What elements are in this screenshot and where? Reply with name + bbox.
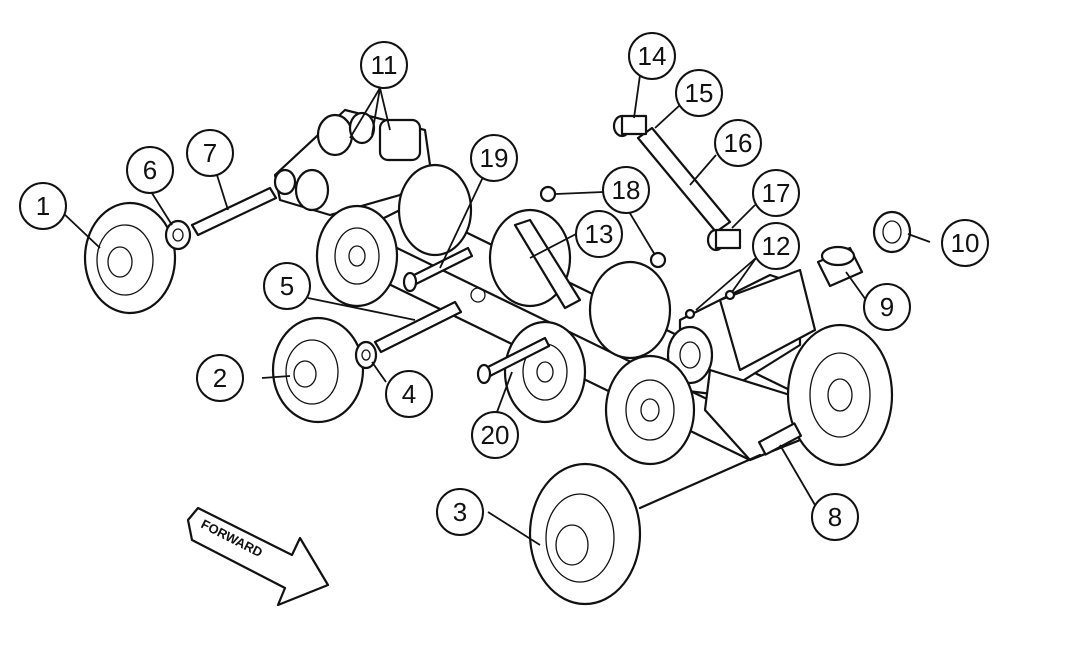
link-16 [636, 126, 732, 234]
bolt-20 [476, 336, 551, 385]
callout-2: 2 [196, 354, 244, 402]
axle-5 [373, 300, 463, 354]
shock-13 [513, 218, 582, 310]
svg-text:15: 15 [685, 78, 714, 108]
callout-10: 10 [941, 219, 989, 267]
grease-fittings-12 [684, 289, 736, 320]
callout-15: 15 [675, 69, 723, 117]
washer-10 [872, 210, 912, 254]
svg-text:6: 6 [143, 155, 157, 185]
svg-text:20: 20 [481, 420, 510, 450]
svg-text:4: 4 [402, 379, 416, 409]
svg-text:17: 17 [762, 178, 791, 208]
callout-12: 12 [752, 222, 800, 270]
axle-7 [190, 186, 278, 237]
callout-19: 19 [470, 134, 518, 182]
svg-text:14: 14 [638, 41, 667, 71]
wheel-2 [271, 316, 365, 424]
svg-text:16: 16 [724, 128, 753, 158]
svg-text:19: 19 [480, 143, 509, 173]
svg-text:3: 3 [453, 497, 467, 527]
callout-7: 7 [186, 129, 234, 177]
callout-4: 4 [385, 370, 433, 418]
callout-16: 16 [714, 119, 762, 167]
svg-text:18: 18 [612, 175, 641, 205]
wheel-assembly [315, 163, 894, 467]
svg-text:1: 1 [36, 191, 50, 221]
forward-arrow: FORWARD [186, 506, 330, 607]
svg-text:10: 10 [951, 228, 980, 258]
callouts: 1 2 3 4 5 6 7 8 9 10 11 12 13 14 15 16 1… [19, 32, 989, 541]
front-bracket [666, 268, 817, 462]
callout-17: 17 [752, 169, 800, 217]
svg-text:13: 13 [585, 219, 614, 249]
nut-18-upper [539, 185, 557, 203]
svg-text:5: 5 [280, 271, 294, 301]
callout-13: 13 [575, 210, 623, 258]
wheel-3 [528, 453, 762, 606]
callout-6: 6 [126, 146, 174, 194]
callout-8: 8 [811, 493, 859, 541]
callout-5: 5 [263, 262, 311, 310]
callout-11: 11 [360, 41, 408, 89]
callout-18: 18 [602, 166, 650, 214]
pin-17 [706, 228, 742, 252]
nut-18-lower [649, 251, 667, 269]
svg-text:11: 11 [371, 50, 398, 80]
bushing-9 [816, 245, 864, 288]
svg-text:7: 7 [203, 138, 217, 168]
svg-text:12: 12 [762, 231, 791, 261]
callout-20: 20 [471, 411, 519, 459]
washer-4 [354, 340, 378, 370]
leader-lines [61, 74, 931, 546]
callout-14: 14 [628, 32, 676, 80]
svg-text:8: 8 [828, 502, 842, 532]
callout-9: 9 [863, 283, 911, 331]
svg-text:2: 2 [213, 363, 227, 393]
callout-1: 1 [19, 182, 67, 230]
svg-text:9: 9 [880, 292, 894, 322]
callout-3: 3 [436, 488, 484, 536]
rear-pivot-bracket [273, 108, 432, 217]
pin-14 [612, 114, 648, 138]
wheel-1 [83, 201, 177, 315]
washer-6 [164, 219, 192, 251]
